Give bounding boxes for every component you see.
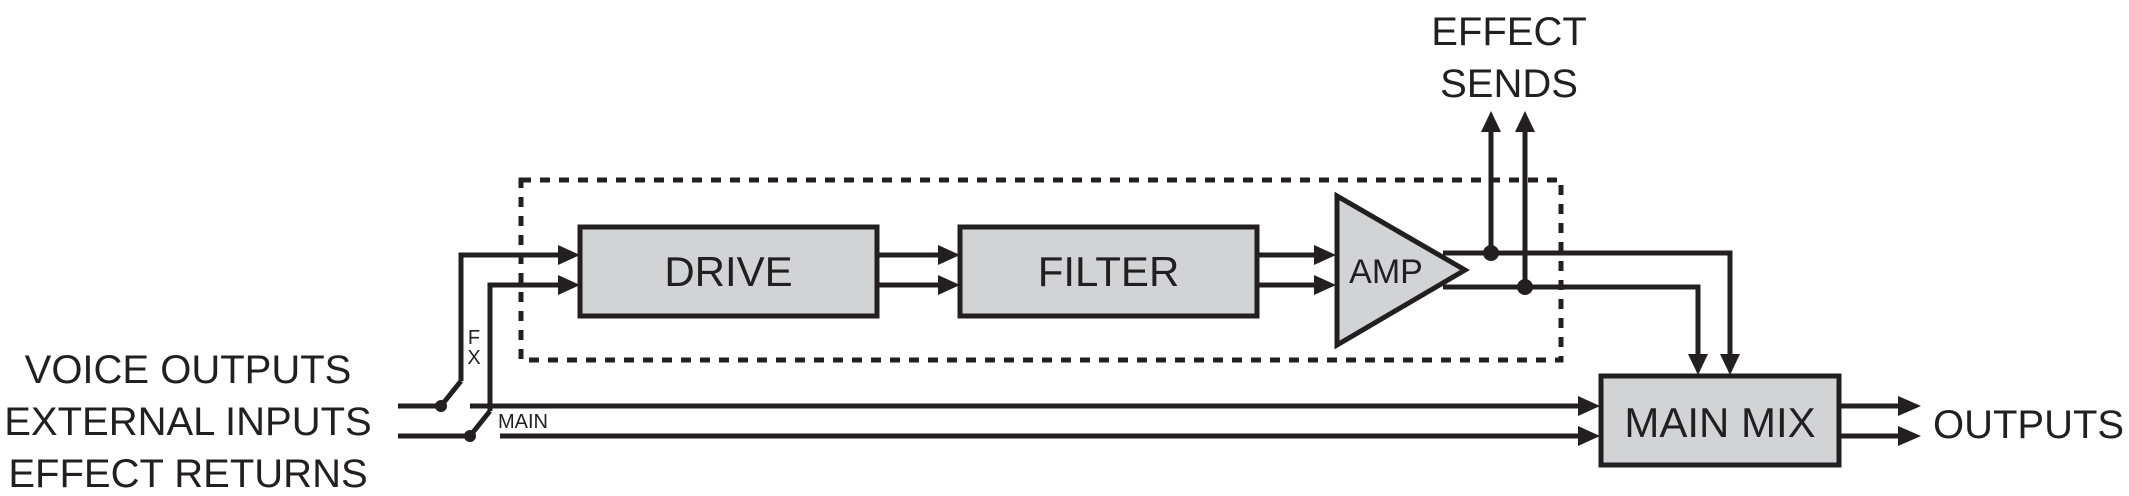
drive-block	[577, 224, 880, 319]
mainmix-input-arrow-top	[1578, 396, 1600, 416]
output-arrow-bottom	[1898, 426, 1921, 446]
amp-out-bottom	[1443, 284, 1701, 356]
effect-sends-label-line2: SENDS	[1440, 62, 1578, 106]
fx-path-bottom	[487, 282, 560, 411]
output-arrow-top	[1898, 396, 1921, 416]
switch-arm-2	[468, 409, 492, 438]
send-arrow-1	[1481, 111, 1501, 132]
drive-input-arrow-bottom	[558, 275, 580, 295]
filter-input-arrow-top	[938, 245, 960, 265]
fx-label-x: X	[467, 347, 480, 369]
filter-input-arrow-bottom	[938, 275, 960, 295]
amp-input-arrow-bottom	[1314, 275, 1336, 295]
amp-input-arrow-top	[1314, 245, 1336, 265]
mainmix-top-arrow-2	[1688, 354, 1708, 375]
fx-label-f: F	[468, 327, 480, 349]
main-switch-label: MAIN	[498, 411, 548, 433]
drive-input-arrow-top	[558, 245, 580, 265]
amp-label: AMP	[1349, 253, 1423, 291]
amp-block	[1334, 191, 1470, 350]
external-inputs-label: EXTERNAL INPUTS	[4, 400, 371, 444]
amp-out-top	[1443, 250, 1733, 356]
fx-path-top	[458, 252, 560, 381]
filter-label: FILTER	[1038, 248, 1180, 295]
main-mix-block	[1598, 373, 1842, 468]
drive-label: DRIVE	[664, 248, 792, 295]
main-mix-label: MAIN MIX	[1624, 399, 1815, 446]
switch-arm-1	[439, 379, 463, 408]
outputs-label: OUTPUTS	[1933, 403, 2124, 447]
filter-block	[957, 224, 1260, 319]
effects-group-outline	[518, 177, 1564, 363]
voice-outputs-label: VOICE OUTPUTS	[25, 348, 352, 392]
mainmix-input-arrow-bottom	[1578, 426, 1600, 446]
mainmix-top-arrow-1	[1720, 354, 1740, 375]
send-arrow-2	[1515, 111, 1535, 132]
effect-returns-label: EFFECT RETURNS	[8, 452, 367, 496]
effect-sends-label-line1: EFFECT	[1431, 10, 1587, 54]
